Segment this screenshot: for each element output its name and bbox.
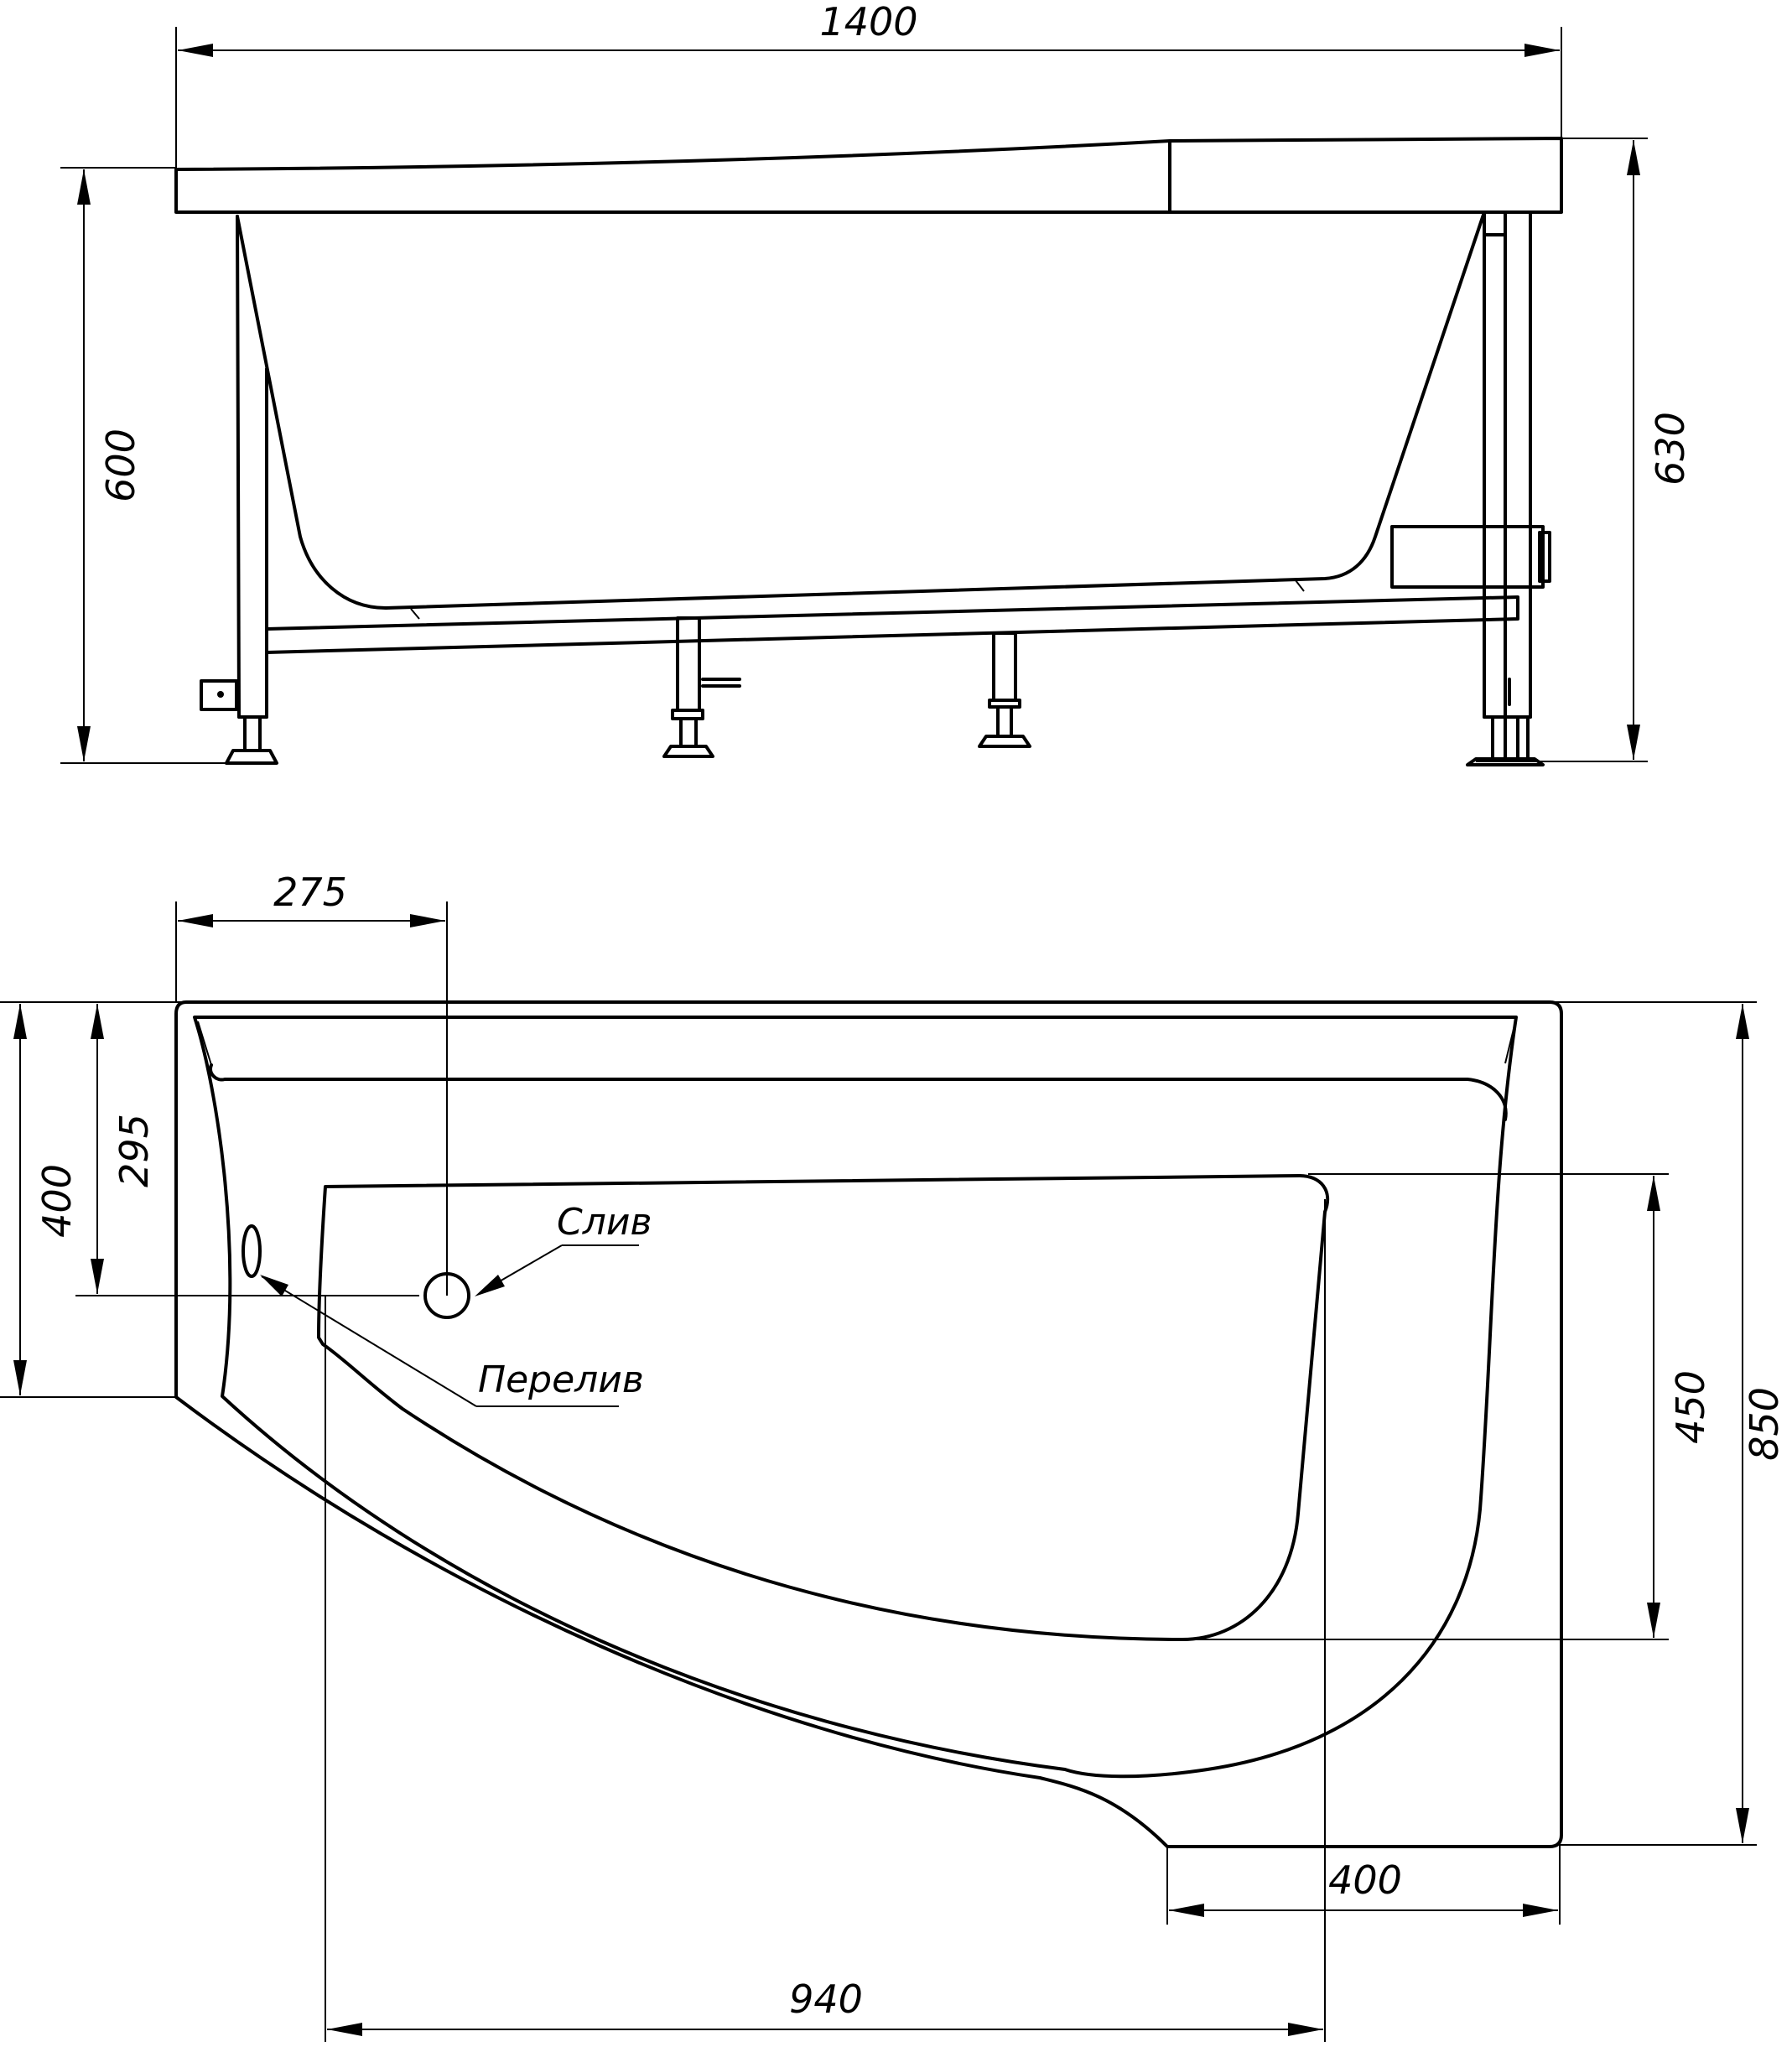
svg-text:275: 275: [273, 870, 347, 915]
dim-left-end-width: 400: [13, 1004, 80, 1395]
svg-text:940: 940: [789, 1977, 863, 2022]
right-center-support: [978, 631, 1031, 748]
dim-bowl-width: 450: [1647, 1176, 1713, 1638]
dim-total-height: 600: [77, 169, 143, 761]
svg-text:630: 630: [1648, 412, 1693, 486]
support-frame: [265, 595, 1519, 654]
tub-body-profile: [236, 210, 1486, 610]
drain-callout: Слив: [475, 1201, 652, 1296]
svg-text:450: 450: [1668, 1370, 1713, 1444]
svg-text:Слив: Слив: [557, 1201, 652, 1244]
svg-text:Перелив: Перелив: [478, 1359, 644, 1401]
center-support: [662, 616, 741, 758]
drain-icon: [423, 1272, 470, 1319]
outer-rim-outline: [174, 1000, 1563, 1848]
top-view: Слив Перелив 275 400 295: [0, 870, 1787, 2042]
overflow-icon: [242, 1224, 262, 1278]
bowl-outline: [317, 1174, 1330, 1641]
dim-total-width: 850: [1736, 1004, 1787, 1843]
svg-text:400: 400: [34, 1164, 80, 1238]
dim-drain-offset-x: 275: [178, 870, 445, 927]
svg-text:400: 400: [1328, 1857, 1402, 1903]
dim-total-length: 1400: [178, 0, 1560, 57]
side-view: 1400 600 630: [60, 0, 1693, 766]
right-legs: [1390, 210, 1551, 766]
svg-text:295: 295: [112, 1114, 157, 1187]
dim-height-with-frame: 630: [1627, 140, 1693, 760]
dim-bottom-end-width: 400: [1169, 1857, 1558, 1917]
inner-rim-outline: [193, 1016, 1518, 1779]
svg-text:1400: 1400: [819, 0, 917, 44]
back-ledge: [209, 1063, 1508, 1121]
svg-text:600: 600: [98, 429, 143, 502]
dim-bowl-length: 940: [327, 1977, 1323, 2036]
rim-profile: [174, 137, 1563, 214]
dim-drain-offset-y: 295: [91, 1004, 157, 1294]
left-leg: [200, 215, 278, 765]
svg-text:850: 850: [1742, 1387, 1787, 1461]
overflow-callout: Перелив: [260, 1275, 644, 1407]
